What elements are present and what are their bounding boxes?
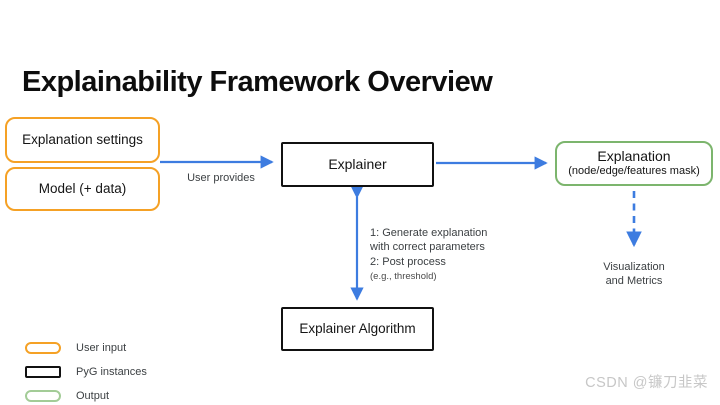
process-note-line2: with correct parameters (370, 241, 485, 254)
legend-label: PyG instances (76, 366, 147, 378)
visualization-line1: Visualization (603, 261, 665, 273)
node-model-data: Model (+ data) (5, 167, 160, 211)
legend-label: Output (76, 390, 110, 402)
csdn-watermark: CSDN @镰刀韭菜 (585, 375, 708, 391)
node-explanation-settings: Explanation settings (5, 117, 160, 163)
process-note: 1: Generate explanation with correct par… (370, 226, 505, 283)
process-note-line1: 1: Generate explanation (370, 227, 488, 239)
process-note-line4: (e.g., threshold) (370, 270, 437, 282)
process-note-line3: 2: Post process (370, 255, 446, 268)
legend-swatch-black (25, 366, 61, 378)
node-explainer: Explainer (281, 142, 434, 187)
node-explainer-algorithm: Explainer Algorithm (281, 307, 434, 351)
legend-item-user-input: User input (25, 336, 147, 360)
node-label: Explainer Algorithm (299, 321, 416, 337)
node-label: Explanation (597, 148, 671, 165)
node-label: Model (+ data) (38, 181, 127, 197)
visualization-metrics-label: Visualization and Metrics (584, 260, 684, 289)
legend-swatch-green (25, 390, 61, 402)
legend-item-pyg-instances: PyG instances (25, 360, 147, 384)
legend-label: User input (76, 342, 127, 354)
visualization-line2: and Metrics (605, 275, 663, 288)
node-label: Explainer (328, 156, 387, 173)
legend: User input PyG instances Output (25, 336, 147, 405)
edge-label-user-provides: User provides (187, 172, 255, 184)
node-sublabel: (node/edge/features mask) (568, 165, 700, 178)
page-title: Explainability Framework Overview (22, 66, 493, 98)
node-explanation: Explanation (node/edge/features mask) (555, 141, 713, 186)
node-label: Explanation settings (22, 132, 143, 148)
legend-item-output: Output (25, 384, 147, 405)
legend-swatch-orange (25, 342, 61, 354)
